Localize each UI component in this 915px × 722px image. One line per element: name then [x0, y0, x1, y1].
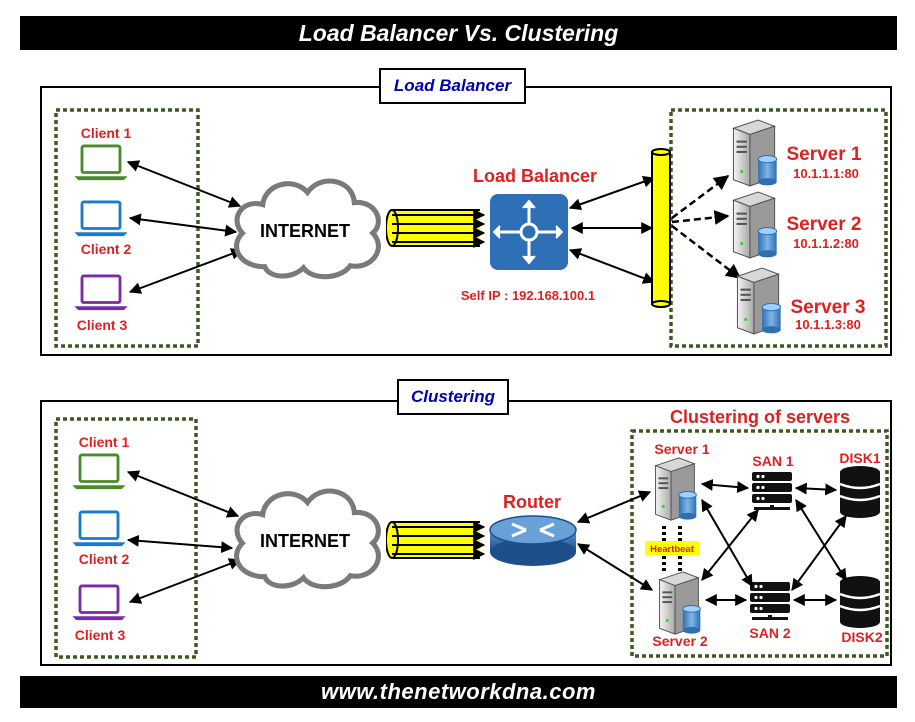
cluster-title: Clustering of servers [670, 407, 850, 427]
cl-client-3-laptop-icon [70, 584, 128, 622]
cl-server-1-label: Server 1 [654, 441, 709, 457]
server-1-to-san-2-link [701, 498, 753, 588]
san-1-to-disk-1-link [794, 482, 838, 496]
lb-to-bus-link-1 [568, 175, 656, 211]
heartbeat-label: Heartbeat [650, 544, 695, 555]
lb-client-2-label: Client 2 [81, 241, 132, 257]
disk-1-label: DISK1 [839, 450, 880, 466]
lb-client-1-label: Client 1 [81, 125, 132, 141]
disk-2-label: DISK2 [841, 629, 882, 645]
lb-server-3-name: Server 3 [790, 297, 865, 318]
cl-server-2-icon [659, 571, 701, 635]
lb-server-1-ip: 10.1.1.1:80 [793, 166, 859, 181]
cl-client-3-link [128, 558, 242, 604]
cl-internet-label: INTERNET [260, 531, 350, 551]
lb-client-2-link [128, 213, 238, 237]
lb-server-bus-pipe-icon [651, 148, 671, 308]
san-1-label: SAN 1 [752, 453, 793, 469]
cl-clients-group-box [54, 417, 198, 659]
lb-self-ip-label: Self IP : 192.168.100.1 [461, 288, 595, 303]
cl-client-1-label: Client 1 [79, 434, 130, 450]
lb-client-1-link [126, 160, 242, 208]
cl-client-2-link [126, 534, 234, 554]
cl-server-1-icon [655, 457, 697, 521]
load-balancer-icon [490, 194, 568, 270]
lb-device-label: Load Balancer [473, 166, 597, 186]
load-balancer-section-label: Load Balancer [379, 68, 526, 104]
cl-client-1-laptop-icon [70, 453, 128, 491]
san-1-to-disk-2-link [795, 498, 847, 582]
server-2-to-san-1-link [701, 509, 759, 581]
lb-server-2-ip: 10.1.1.2:80 [793, 236, 859, 251]
cl-server-2-label: Server 2 [652, 633, 707, 649]
heartbeat-badge [645, 541, 700, 555]
lb-server-1-name: Server 1 [786, 144, 861, 165]
lb-server-2-icon [732, 191, 778, 259]
router-to-server-2-link [576, 543, 654, 591]
cl-client-3-label: Client 3 [75, 627, 126, 643]
san-2-icon [750, 582, 790, 620]
lb-client-3-label: Client 3 [77, 317, 128, 333]
cl-client-1-link [126, 470, 240, 518]
san-2-to-disk-1-link [791, 515, 847, 591]
lb-to-bus-link-3 [568, 248, 656, 284]
disk-1-icon [838, 466, 882, 518]
bus-to-server-1-link [671, 175, 730, 219]
lb-client-3-laptop-icon [72, 274, 130, 312]
disk-2-icon [838, 576, 882, 628]
lb-client-3-link [128, 248, 244, 294]
router-icon [489, 515, 577, 566]
lb-server-3-ip: 10.1.1.3:80 [795, 317, 861, 332]
lb-server-2-name: Server 2 [786, 214, 861, 235]
lb-client-1-laptop-icon [72, 144, 130, 182]
lb-clients-group-box [54, 108, 200, 348]
lb-server-3-icon [736, 267, 782, 335]
lb-server-1-icon [732, 119, 778, 187]
san-1-icon [752, 472, 792, 510]
footer-url: www.thenetworkdna.com [20, 676, 897, 708]
cl-client-2-label: Client 2 [79, 551, 130, 567]
san-2-label: SAN 2 [749, 625, 790, 641]
lb-internet-label: INTERNET [260, 221, 350, 241]
server-1-to-san-1-link [700, 478, 750, 494]
cl-client-2-laptop-icon [70, 510, 128, 548]
router-label: Router [503, 492, 561, 512]
diagram-title: Load Balancer Vs. Clustering [20, 16, 897, 50]
lb-client-2-laptop-icon [72, 200, 130, 238]
router-to-server-1-link [576, 490, 652, 524]
bus-to-server-3-link [671, 225, 742, 279]
clustering-section-label: Clustering [397, 379, 509, 415]
bus-to-server-2-link [671, 209, 730, 225]
